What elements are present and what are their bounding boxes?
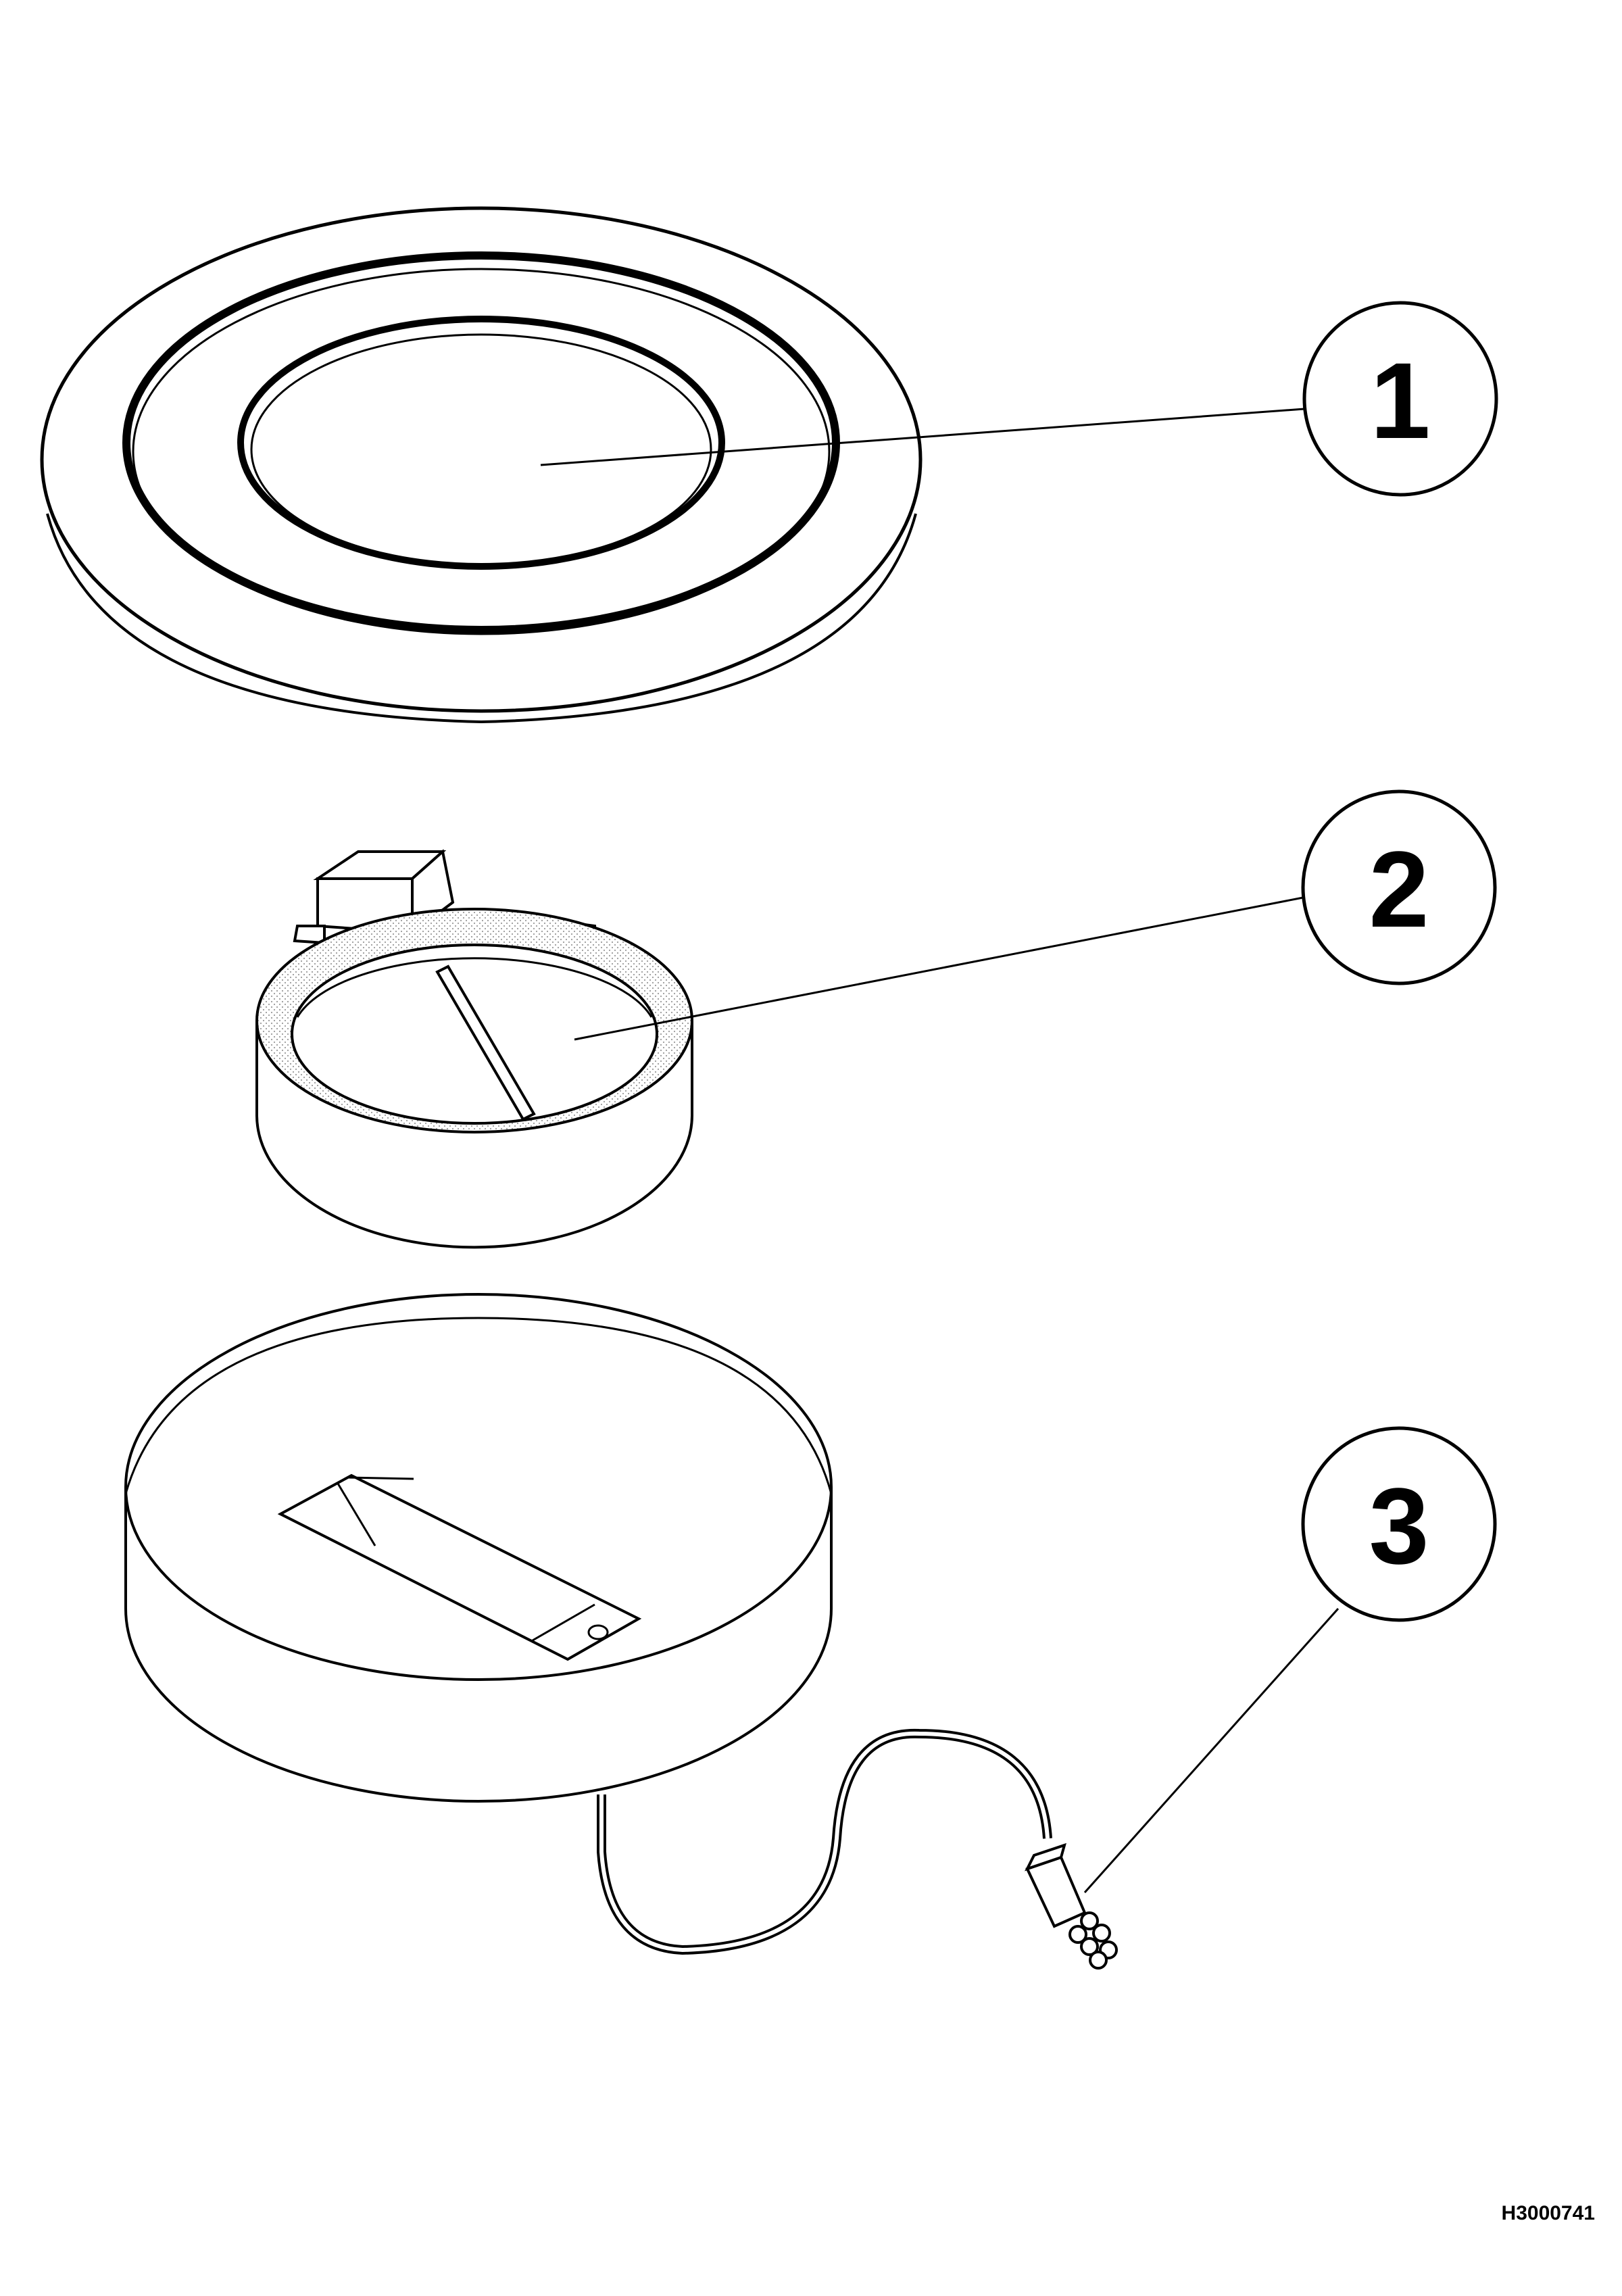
mounting-bracket xyxy=(277,1473,642,1661)
housing-floor-edge xyxy=(124,1317,833,1494)
leader-2 xyxy=(574,896,1304,1041)
leader-lines xyxy=(540,408,1340,1893)
trim-outer-edge xyxy=(40,206,923,713)
bracket-hole xyxy=(587,1624,609,1640)
ring-inner-lip xyxy=(296,957,653,1018)
trim-middle-ring-inner xyxy=(132,268,831,635)
ring-strap xyxy=(435,964,536,1121)
part-3-housing xyxy=(124,1293,1118,1970)
part-1-trim-ring xyxy=(40,206,923,724)
callout-3: 3 xyxy=(1301,1426,1497,1622)
leader-3 xyxy=(1083,1608,1340,1893)
lens-inner xyxy=(250,333,712,566)
lens-outer xyxy=(237,316,725,570)
callout-3-circle xyxy=(1301,1426,1497,1622)
callout-2-circle xyxy=(1301,789,1497,985)
callout-2-number: 2 xyxy=(1369,829,1429,950)
part-2-lamp-ring xyxy=(255,849,693,1249)
drawing-reference-code: H3000741 xyxy=(1501,2202,1595,2224)
callout-1-circle xyxy=(1302,301,1498,497)
callout-1-number: 1 xyxy=(1371,340,1431,461)
trim-flange-bottom-edge xyxy=(46,513,917,724)
callout-2: 2 xyxy=(1301,789,1497,985)
power-cable xyxy=(597,1728,1052,1955)
cable-connector xyxy=(1025,1842,1118,1970)
callout-1: 1 xyxy=(1302,301,1498,497)
callout-3-number: 3 xyxy=(1369,1465,1429,1586)
housing-side-wall xyxy=(124,1487,833,1803)
terminal-tab-left xyxy=(293,925,326,945)
housing-rim xyxy=(124,1293,833,1681)
trim-middle-ring xyxy=(122,251,840,634)
leader-1 xyxy=(540,408,1305,466)
